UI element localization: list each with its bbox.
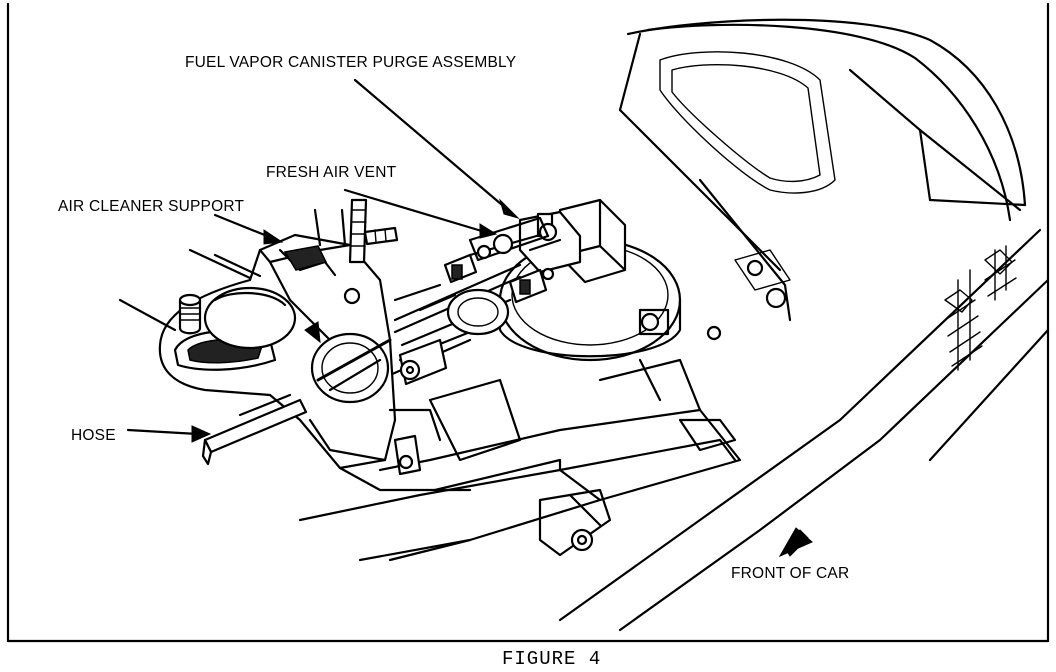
mounting-stud bbox=[178, 293, 202, 335]
label-fresh-air-vent: FRESH AIR VENT bbox=[266, 164, 397, 181]
figure-border bbox=[6, 2, 1050, 643]
air-cleaner-support bbox=[158, 233, 472, 492]
purge-lines bbox=[388, 263, 522, 386]
label-front-of-car: FRONT OF CAR bbox=[731, 565, 849, 582]
label-hose: HOSE bbox=[71, 427, 116, 444]
vehicle-fender bbox=[558, 18, 1050, 632]
label-air-cleaner-support: AIR CLEANER SUPPORT bbox=[58, 198, 244, 215]
label-purge-assembly: FUEL VAPOR CANISTER PURGE ASSEMBLY bbox=[185, 54, 516, 71]
figure-caption: FIGURE 4 bbox=[502, 648, 601, 670]
hose bbox=[201, 393, 308, 466]
leader-lines bbox=[126, 78, 813, 558]
upper-hoses bbox=[118, 198, 399, 332]
radiator-support-panel bbox=[298, 358, 742, 562]
fender-hatch bbox=[944, 245, 1017, 371]
purge-valve-assembly bbox=[443, 198, 627, 304]
